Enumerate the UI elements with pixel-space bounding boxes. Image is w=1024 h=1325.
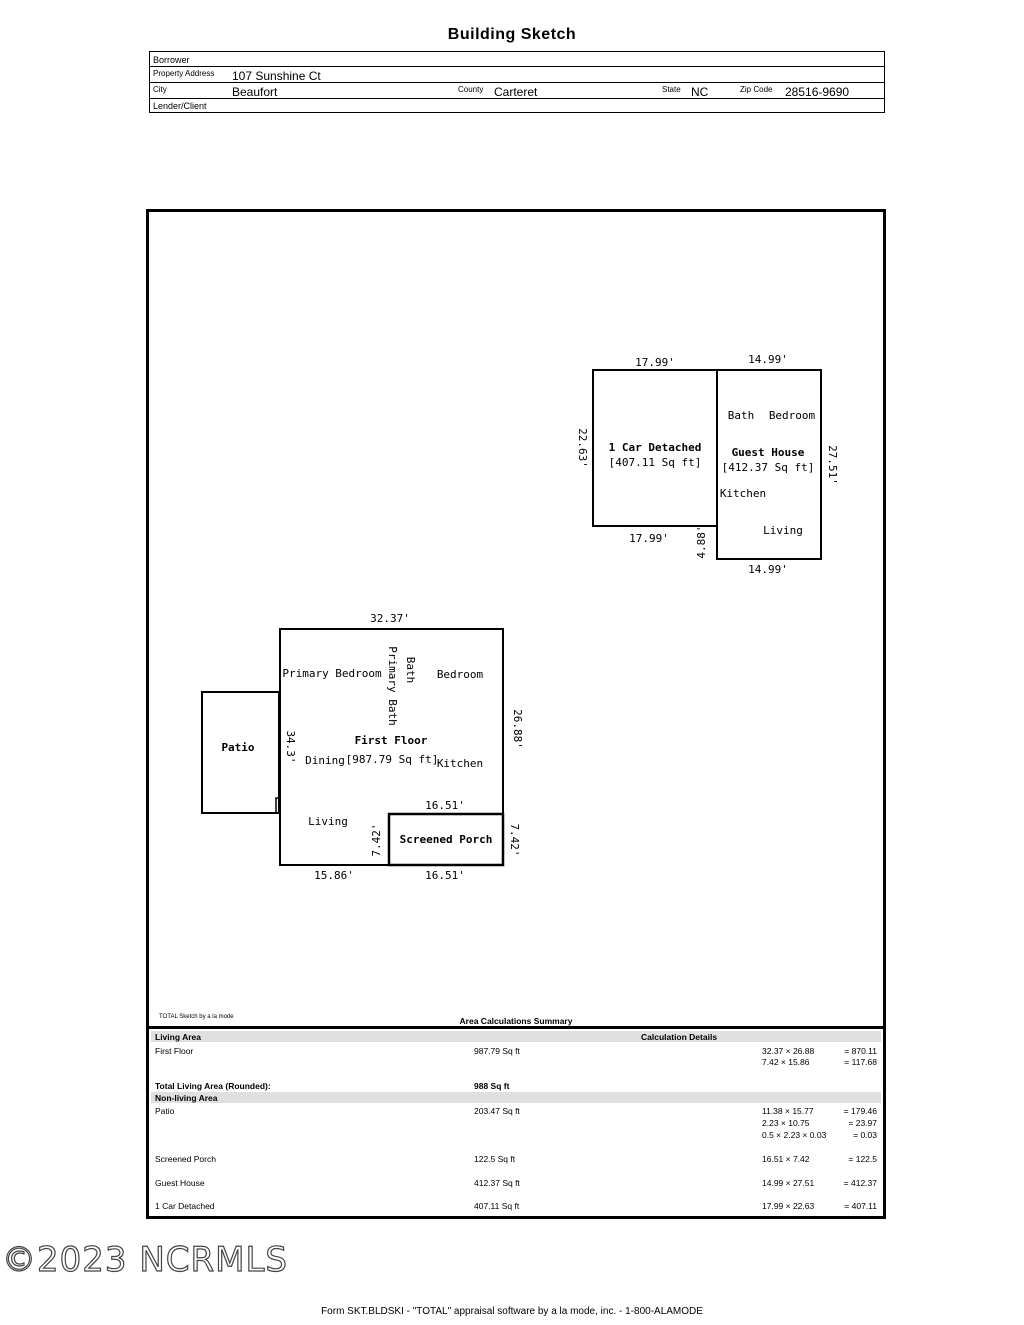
calc-expr: 17.99 × 22.63: [762, 1201, 815, 1211]
guest-top-dim: 14.99': [748, 353, 788, 366]
living-area-header: Living Area: [155, 1032, 201, 1042]
first-floor-bottom-right-dim: 16.51': [425, 869, 465, 882]
total-living-label: Total Living Area (Rounded):: [155, 1081, 271, 1091]
guest-house-name: Guest House: [155, 1178, 205, 1188]
state-value: NC: [691, 85, 709, 99]
guest-room-bath: Bath: [728, 409, 755, 422]
calc-result: = 412.37: [843, 1178, 877, 1188]
patio-sqft: 203.47 Sq ft: [474, 1106, 520, 1116]
guest-house-sqft: 412.37 Sq ft: [474, 1178, 520, 1188]
total-living-value: 988 Sq ft: [474, 1081, 510, 1091]
screened-porch-outline: [387, 812, 505, 867]
county-label: County: [458, 85, 484, 94]
calc-expr: 2.23 × 10.75: [762, 1118, 810, 1128]
garage-top-dim: 17.99': [635, 356, 675, 369]
calc-result: = 407.11: [844, 1201, 877, 1211]
form-footer: Form SKT.BLDSKI - "TOTAL" appraisal soft…: [321, 1306, 703, 1317]
calc-result: = 870.11: [844, 1046, 877, 1056]
garage-area: [407.11 Sq ft]: [609, 456, 702, 469]
first-floor-top-dim: 32.37': [370, 612, 410, 625]
patio-label: Patio: [221, 741, 254, 754]
nonliving-band: [151, 1092, 881, 1103]
city-value: Beaufort: [232, 85, 278, 99]
ncrmls-watermark: ©2023 NCRMLS: [1, 1239, 288, 1280]
property-header-table: Borrower Property Address 107 Sunshine C…: [149, 51, 885, 113]
zip-value: 28516-9690: [785, 85, 850, 99]
calc-result: = 117.68: [844, 1057, 877, 1067]
garage-name: 1 Car Detached: [155, 1201, 215, 1211]
calc-expr: 16.51 × 7.42: [762, 1154, 810, 1164]
building-sketch: 17.99' 17.99' 22.63' 4.88' 1 Car Detache…: [201, 353, 839, 882]
porch-top-dim: 16.51': [425, 799, 465, 812]
area-calculations-summary: TOTAL Sketch by a la mode Area Calculati…: [149, 1014, 883, 1216]
calc-result: = 0.03: [853, 1130, 877, 1140]
first-floor-bottom-left-dim: 15.86': [314, 869, 354, 882]
page-title: Building Sketch: [447, 26, 577, 43]
state-label: State: [662, 85, 681, 94]
calc-expr: 14.99 × 27.51: [762, 1178, 815, 1188]
lender-label: Lender/Client: [153, 101, 207, 111]
living-area-band: [151, 1031, 881, 1042]
guest-right-dim: 27.51': [826, 445, 839, 485]
calc-result: = 122.5: [848, 1154, 877, 1164]
porch-right-dim: 7.42': [508, 823, 521, 856]
screened-porch-label: Screened Porch: [400, 833, 493, 846]
calc-expr: 0.5 × 2.23 × 0.03: [762, 1130, 827, 1140]
property-address-value: 107 Sunshine Ct: [232, 69, 321, 83]
room-primary-bath: Primary Bath: [386, 646, 399, 725]
calc-result: = 23.97: [848, 1118, 877, 1128]
property-address-label: Property Address: [153, 69, 215, 78]
nonliving-header: Non-living Area: [155, 1093, 218, 1103]
guest-house-label: Guest House: [732, 446, 805, 459]
address-row: Property Address 107 Sunshine Ct: [150, 67, 884, 83]
first-floor-right-dim: 26.88': [511, 709, 524, 749]
first-floor-left-dim: 34.3': [284, 730, 297, 763]
room-bath: Bath: [404, 657, 417, 684]
total-sketch-mark: TOTAL Sketch by a la mode: [159, 1014, 234, 1020]
city-row: City Beaufort County Carteret State NC Z…: [150, 83, 884, 99]
calc-details-header: Calculation Details: [641, 1032, 718, 1042]
porch-name: Screened Porch: [155, 1154, 216, 1164]
calc-expr: 11.38 × 15.77: [762, 1106, 814, 1116]
room-living: Living: [308, 815, 348, 828]
calc-expr: 7.42 × 15.86: [762, 1057, 810, 1067]
first-floor-label: First Floor: [355, 734, 428, 747]
garage-gap-dim: 4.88': [695, 525, 708, 558]
borrower-label: Borrower: [153, 55, 190, 65]
sketch-frame: 17.99' 17.99' 22.63' 4.88' 1 Car Detache…: [146, 209, 886, 1219]
first-floor-area: [987.79 Sq ft]: [346, 753, 439, 766]
calc-expr: 32.37 × 26.88: [762, 1046, 815, 1056]
garage-sqft: 407.11 Sq ft: [474, 1201, 520, 1211]
guest-house-area: [412.37 Sq ft]: [722, 461, 815, 474]
room-bedroom: Bedroom: [437, 668, 484, 681]
lender-row: Lender/Client: [150, 99, 884, 113]
borrower-row: Borrower: [150, 52, 884, 67]
garage-label: 1 Car Detached: [609, 441, 702, 454]
porch-sqft: 122.5 Sq ft: [474, 1154, 516, 1164]
patio-name: Patio: [155, 1106, 175, 1116]
room-kitchen: Kitchen: [437, 757, 483, 770]
garage-left-dim: 22.63': [576, 428, 589, 468]
patio-jog: [275, 797, 279, 813]
room-primary-bedroom: Primary Bedroom: [282, 667, 382, 680]
guest-room-living: Living: [763, 524, 803, 537]
porch-left-dim: 7.42': [370, 823, 383, 856]
summary-title: Area Calculations Summary: [459, 1016, 573, 1026]
calc-result: = 179.46: [843, 1106, 877, 1116]
zip-label: Zip Code: [740, 85, 773, 94]
garage-bottom-dim: 17.99': [629, 532, 669, 545]
guest-room-kitchen: Kitchen: [720, 487, 766, 500]
room-dining: Dining: [305, 754, 345, 767]
city-label: City: [153, 85, 167, 94]
guest-room-bedroom: Bedroom: [769, 409, 816, 422]
guest-bottom-dim: 14.99': [748, 563, 788, 576]
guest-house-outline: [716, 369, 822, 560]
first-floor-name: First Floor: [155, 1046, 194, 1056]
county-value: Carteret: [494, 85, 538, 99]
first-floor-sqft: 987.79 Sq ft: [474, 1046, 520, 1056]
